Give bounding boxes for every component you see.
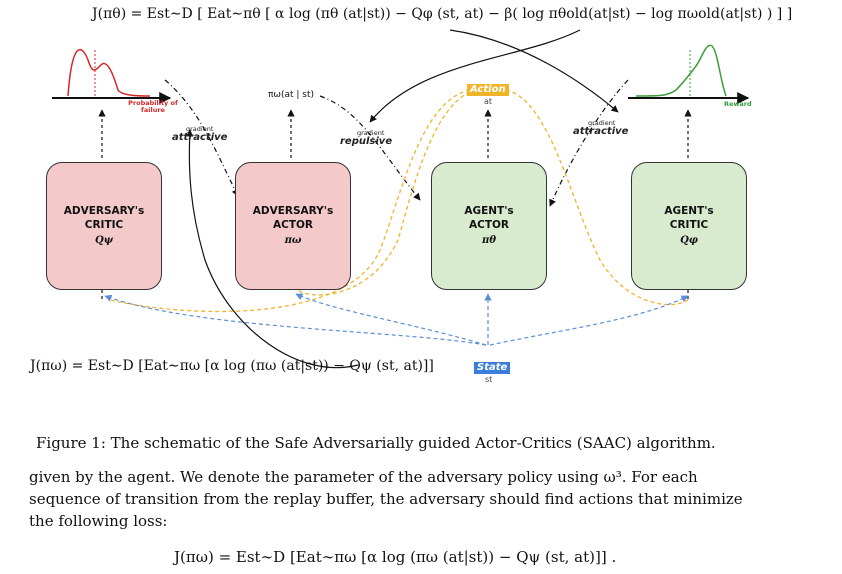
paragraph: given by the agent. We denote the parame… (29, 466, 829, 532)
label-repulsive: repulsive (340, 136, 393, 147)
box-agent-critic-line2: CRITIC (669, 219, 709, 231)
action-tag: Action (467, 84, 509, 96)
gradient-word-mid: gradient (357, 129, 385, 137)
box-agent-actor-line1: AGENT's (464, 205, 514, 217)
box-agent-critic: AGENT's CRITIC Qφ (631, 162, 747, 290)
arc-mid-equation (186, 129, 359, 369)
label-attractive-left: attractive (172, 132, 228, 143)
box-adversary-actor: ADVERSARY's ACTOR πω (235, 162, 351, 290)
equation-top: J(πθ) = Est∼D [ Eat∼πθ [ α log (πθ (at|s… (92, 6, 793, 22)
adv-policy-link (319, 95, 421, 201)
gradient-word-right: gradient (588, 119, 616, 127)
equation-mid: J(πω) = Est∼D [Eat∼πω [α log (πω (at|st)… (30, 358, 434, 374)
figure-caption: Figure 1: The schematic of the Safe Adve… (36, 434, 716, 452)
label-prob-failure: Probability of failure (128, 99, 178, 114)
box-agent-actor: AGENT's ACTOR πθ (431, 162, 547, 290)
saac-diagram (52, 29, 750, 369)
gradient-word-left: gradient (186, 125, 214, 133)
reward-distribution (628, 44, 750, 104)
paragraph-line1: given by the agent. We denote the parame… (29, 468, 698, 486)
box-adv-actor-line1: ADVERSARY's (252, 205, 334, 217)
label-adv-policy: πω(at | st) (268, 90, 314, 100)
box-agent-actor-sym: πθ (482, 235, 496, 246)
box-adv-critic-line2: CRITIC (84, 219, 124, 231)
grad-attractive-right (549, 79, 629, 207)
paragraph-line3: the following loss: (29, 512, 168, 530)
label-attractive-right: attractive (573, 126, 629, 137)
paragraph-line2: sequence of transition from the replay b… (29, 490, 743, 508)
box-agent-critic-sym: Qφ (680, 235, 698, 246)
box-agent-critic-line1: AGENT's (664, 205, 714, 217)
box-adv-actor-line2: ACTOR (272, 219, 313, 231)
box-adversary-critic: ADVERSARY's CRITIC Qψ (46, 162, 162, 290)
state-links (104, 293, 689, 346)
grad-attractive-left (164, 79, 239, 197)
label-reward: Reward (724, 100, 752, 108)
equation-bottom: J(πω) = Est∼D [Eat∼πω [α log (πω (at|st)… (174, 548, 617, 566)
state-sub: st (485, 375, 493, 384)
arc-top-cross (449, 29, 619, 113)
box-adv-critic-sym: Qψ (94, 235, 114, 246)
grad-repulsive (369, 29, 581, 123)
state-tag: State (474, 362, 511, 374)
box-agent-actor-line2: ACTOR (468, 219, 509, 231)
box-adv-actor-sym: πω (284, 235, 302, 246)
failure-distribution (52, 48, 172, 104)
box-adv-critic-line1: ADVERSARY's (63, 205, 145, 217)
vertical-connectors (98, 109, 692, 300)
action-sub: at (484, 97, 493, 106)
